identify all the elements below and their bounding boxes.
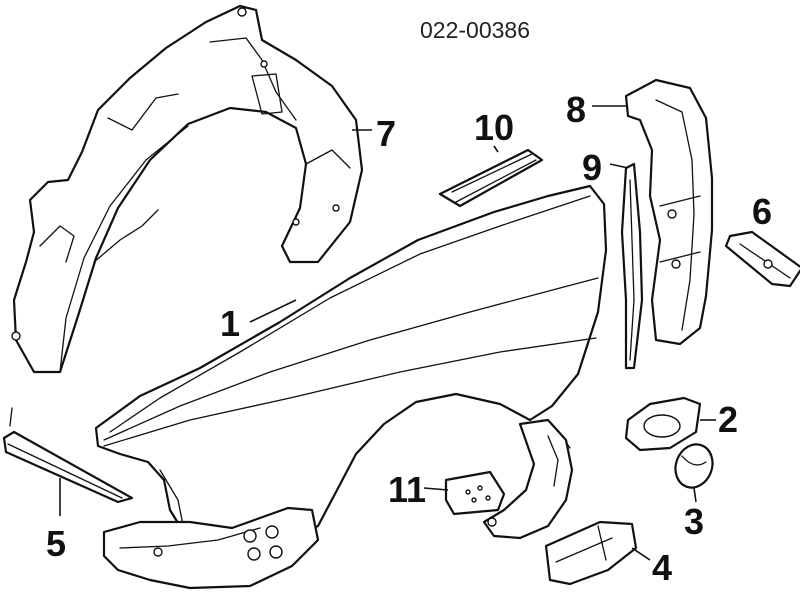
callout-7: 7 bbox=[376, 113, 396, 154]
inner-panel-part-8 bbox=[624, 78, 714, 346]
callout-9: 9 bbox=[582, 147, 602, 188]
filler-cap-part-3 bbox=[674, 443, 714, 489]
callout-1: 1 bbox=[220, 303, 240, 344]
lower-bracket-part-4 bbox=[544, 520, 638, 586]
fender-lower-bracket bbox=[102, 506, 320, 590]
wheel-arch-liner-part-7 bbox=[11, 4, 364, 374]
callout-6: 6 bbox=[752, 191, 772, 232]
catalog-code: 022-00386 bbox=[420, 17, 530, 43]
bracket-part-10 bbox=[438, 148, 544, 208]
filler-housing-part-2 bbox=[624, 396, 702, 452]
pad-part-11 bbox=[444, 470, 506, 516]
callout-8: 8 bbox=[566, 89, 586, 130]
bracket-part-6 bbox=[724, 230, 800, 288]
splash-guard bbox=[482, 418, 574, 540]
callout-labels: 1 2 3 4 5 6 7 8 9 10 11 bbox=[46, 89, 772, 588]
front-fender-part-1 bbox=[94, 184, 608, 550]
callout-2: 2 bbox=[718, 399, 738, 440]
trim-strip-part-9 bbox=[620, 162, 644, 370]
callout-11: 11 bbox=[388, 469, 426, 510]
callout-3: 3 bbox=[684, 501, 704, 542]
leader-lines bbox=[59, 105, 716, 561]
callout-4: 4 bbox=[652, 547, 672, 588]
callout-5: 5 bbox=[46, 523, 66, 564]
front-strip-part-5 bbox=[2, 407, 134, 504]
callout-10: 10 bbox=[474, 107, 514, 148]
